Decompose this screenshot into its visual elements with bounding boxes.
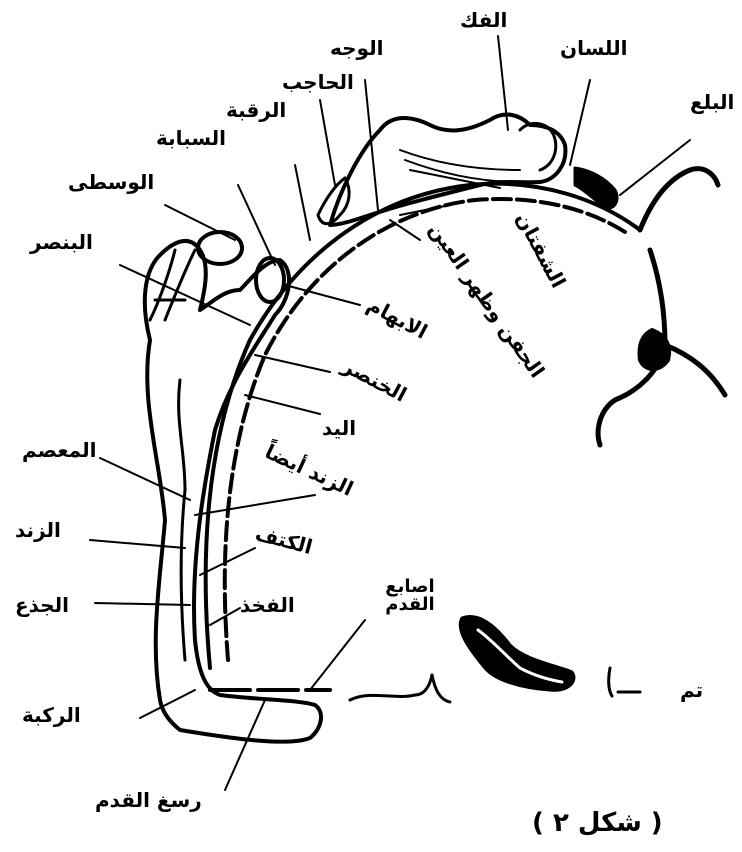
figure-caption: ( شكل ٢ ) (532, 808, 663, 838)
label-ring: البنصر (30, 232, 93, 252)
finger-blob (198, 232, 242, 264)
foot-shape (460, 617, 574, 691)
label-neck: الرقبة (226, 100, 286, 120)
label-face: الوجه (330, 38, 383, 58)
label-brow: الحاجب (282, 72, 354, 92)
vessel-blob (640, 330, 670, 369)
swallow-shape (575, 168, 617, 208)
vessel-branch (598, 169, 725, 445)
label-tamm: تم (680, 680, 703, 700)
label-toes: اصابع القدم (365, 578, 455, 614)
leg-inner-line (179, 380, 185, 660)
label-thigh: الفخذ (240, 595, 295, 615)
label-knee: الركبة (22, 705, 81, 725)
lips (520, 123, 556, 170)
label-hand: اليد (322, 418, 356, 438)
label-trunk: الجذع (15, 595, 69, 615)
label-wrist: المعصم (22, 440, 96, 460)
label-ankle: رسغ القدم (95, 790, 202, 810)
label-jaw: الفك (460, 10, 507, 30)
label-swallow: البلع (690, 92, 734, 112)
label-tongue: اللسان (560, 38, 627, 58)
label-index: السبابة (156, 128, 226, 148)
jaw-lines (400, 150, 520, 188)
label-forearm: الزند (15, 520, 61, 540)
label-middle: الوسطى (68, 172, 154, 192)
